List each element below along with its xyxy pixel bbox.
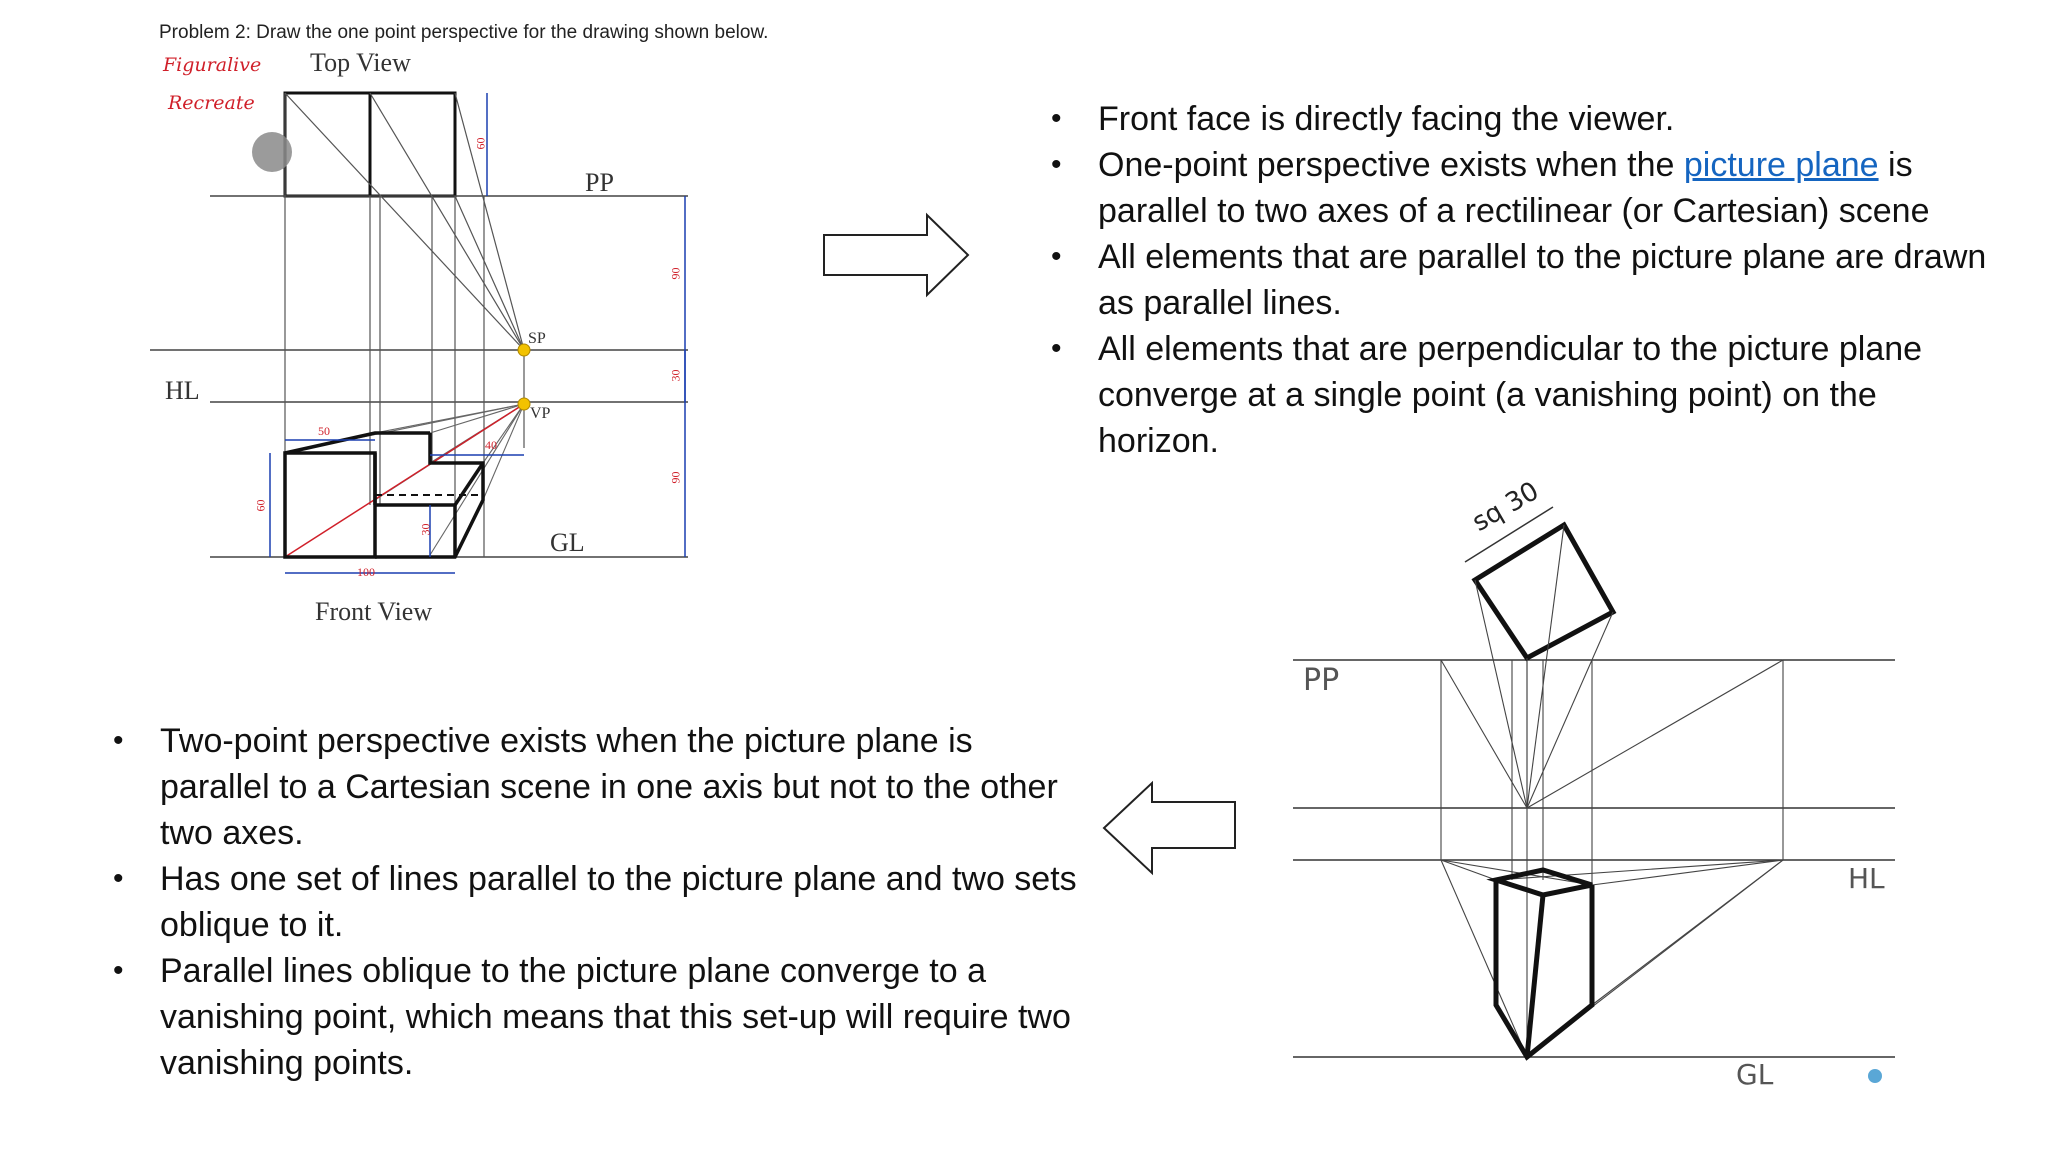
pp-hand-label: PP: [1303, 663, 1340, 698]
dim-40: 40: [485, 438, 497, 452]
bullet-item: •All elements that are perpendicular to …: [1051, 330, 1923, 460]
bullet-item: •Front face is directly facing the viewe…: [1051, 100, 1675, 138]
bullet-item: •One-point perspective exists when the p…: [1051, 146, 1930, 230]
bullet-item: •Parallel lines oblique to the picture p…: [113, 952, 1071, 1082]
bullet-item: •Has one set of lines parallel to the pi…: [113, 860, 1077, 944]
vp-point: [517, 397, 531, 411]
slide-indicator-dot: [1868, 1069, 1882, 1083]
sp-label: SP: [528, 330, 546, 347]
handwritten-note-1: Figuralive: [163, 54, 262, 76]
dim-50: 50: [318, 424, 330, 438]
dim-100: 100: [357, 565, 375, 579]
pp-label: PP: [585, 168, 614, 197]
bullet-item: •All elements that are parallel to the p…: [1051, 238, 1987, 322]
front-view-shape: [283, 431, 485, 559]
sq-dimension-line: [1464, 506, 1554, 563]
hl-label: HL: [165, 376, 200, 405]
bullet-item: •Two-point perspective exists when the p…: [113, 722, 1058, 852]
problem-title: Problem 2: Draw the one point perspectiv…: [159, 22, 769, 43]
prism-shape: [1486, 867, 1595, 1061]
red-construction-line: [284, 403, 525, 558]
two-point-bullets: •Two-point perspective exists when the p…: [113, 718, 1080, 1086]
reference-lines: [1293, 659, 1895, 1058]
vp-label: VP: [530, 405, 551, 422]
sight-lines: [284, 92, 525, 351]
front-view-label: Front View: [315, 597, 433, 626]
one-point-bullets: •Front face is directly facing the viewe…: [1051, 96, 1998, 464]
plan-square: [1471, 521, 1617, 662]
picture-plane-link[interactable]: picture plane: [1683, 146, 1879, 184]
gl-label: GL: [550, 528, 585, 557]
dimension-lines: [269, 93, 686, 574]
top-view-label: Top View: [310, 48, 411, 77]
sp-point: [517, 343, 531, 357]
gl-hand-label: GL: [1736, 1058, 1774, 1091]
laser-pointer-icon: [252, 132, 292, 172]
hl-hand-label: HL: [1848, 862, 1885, 895]
handwritten-note-2: Recreate: [168, 92, 255, 114]
